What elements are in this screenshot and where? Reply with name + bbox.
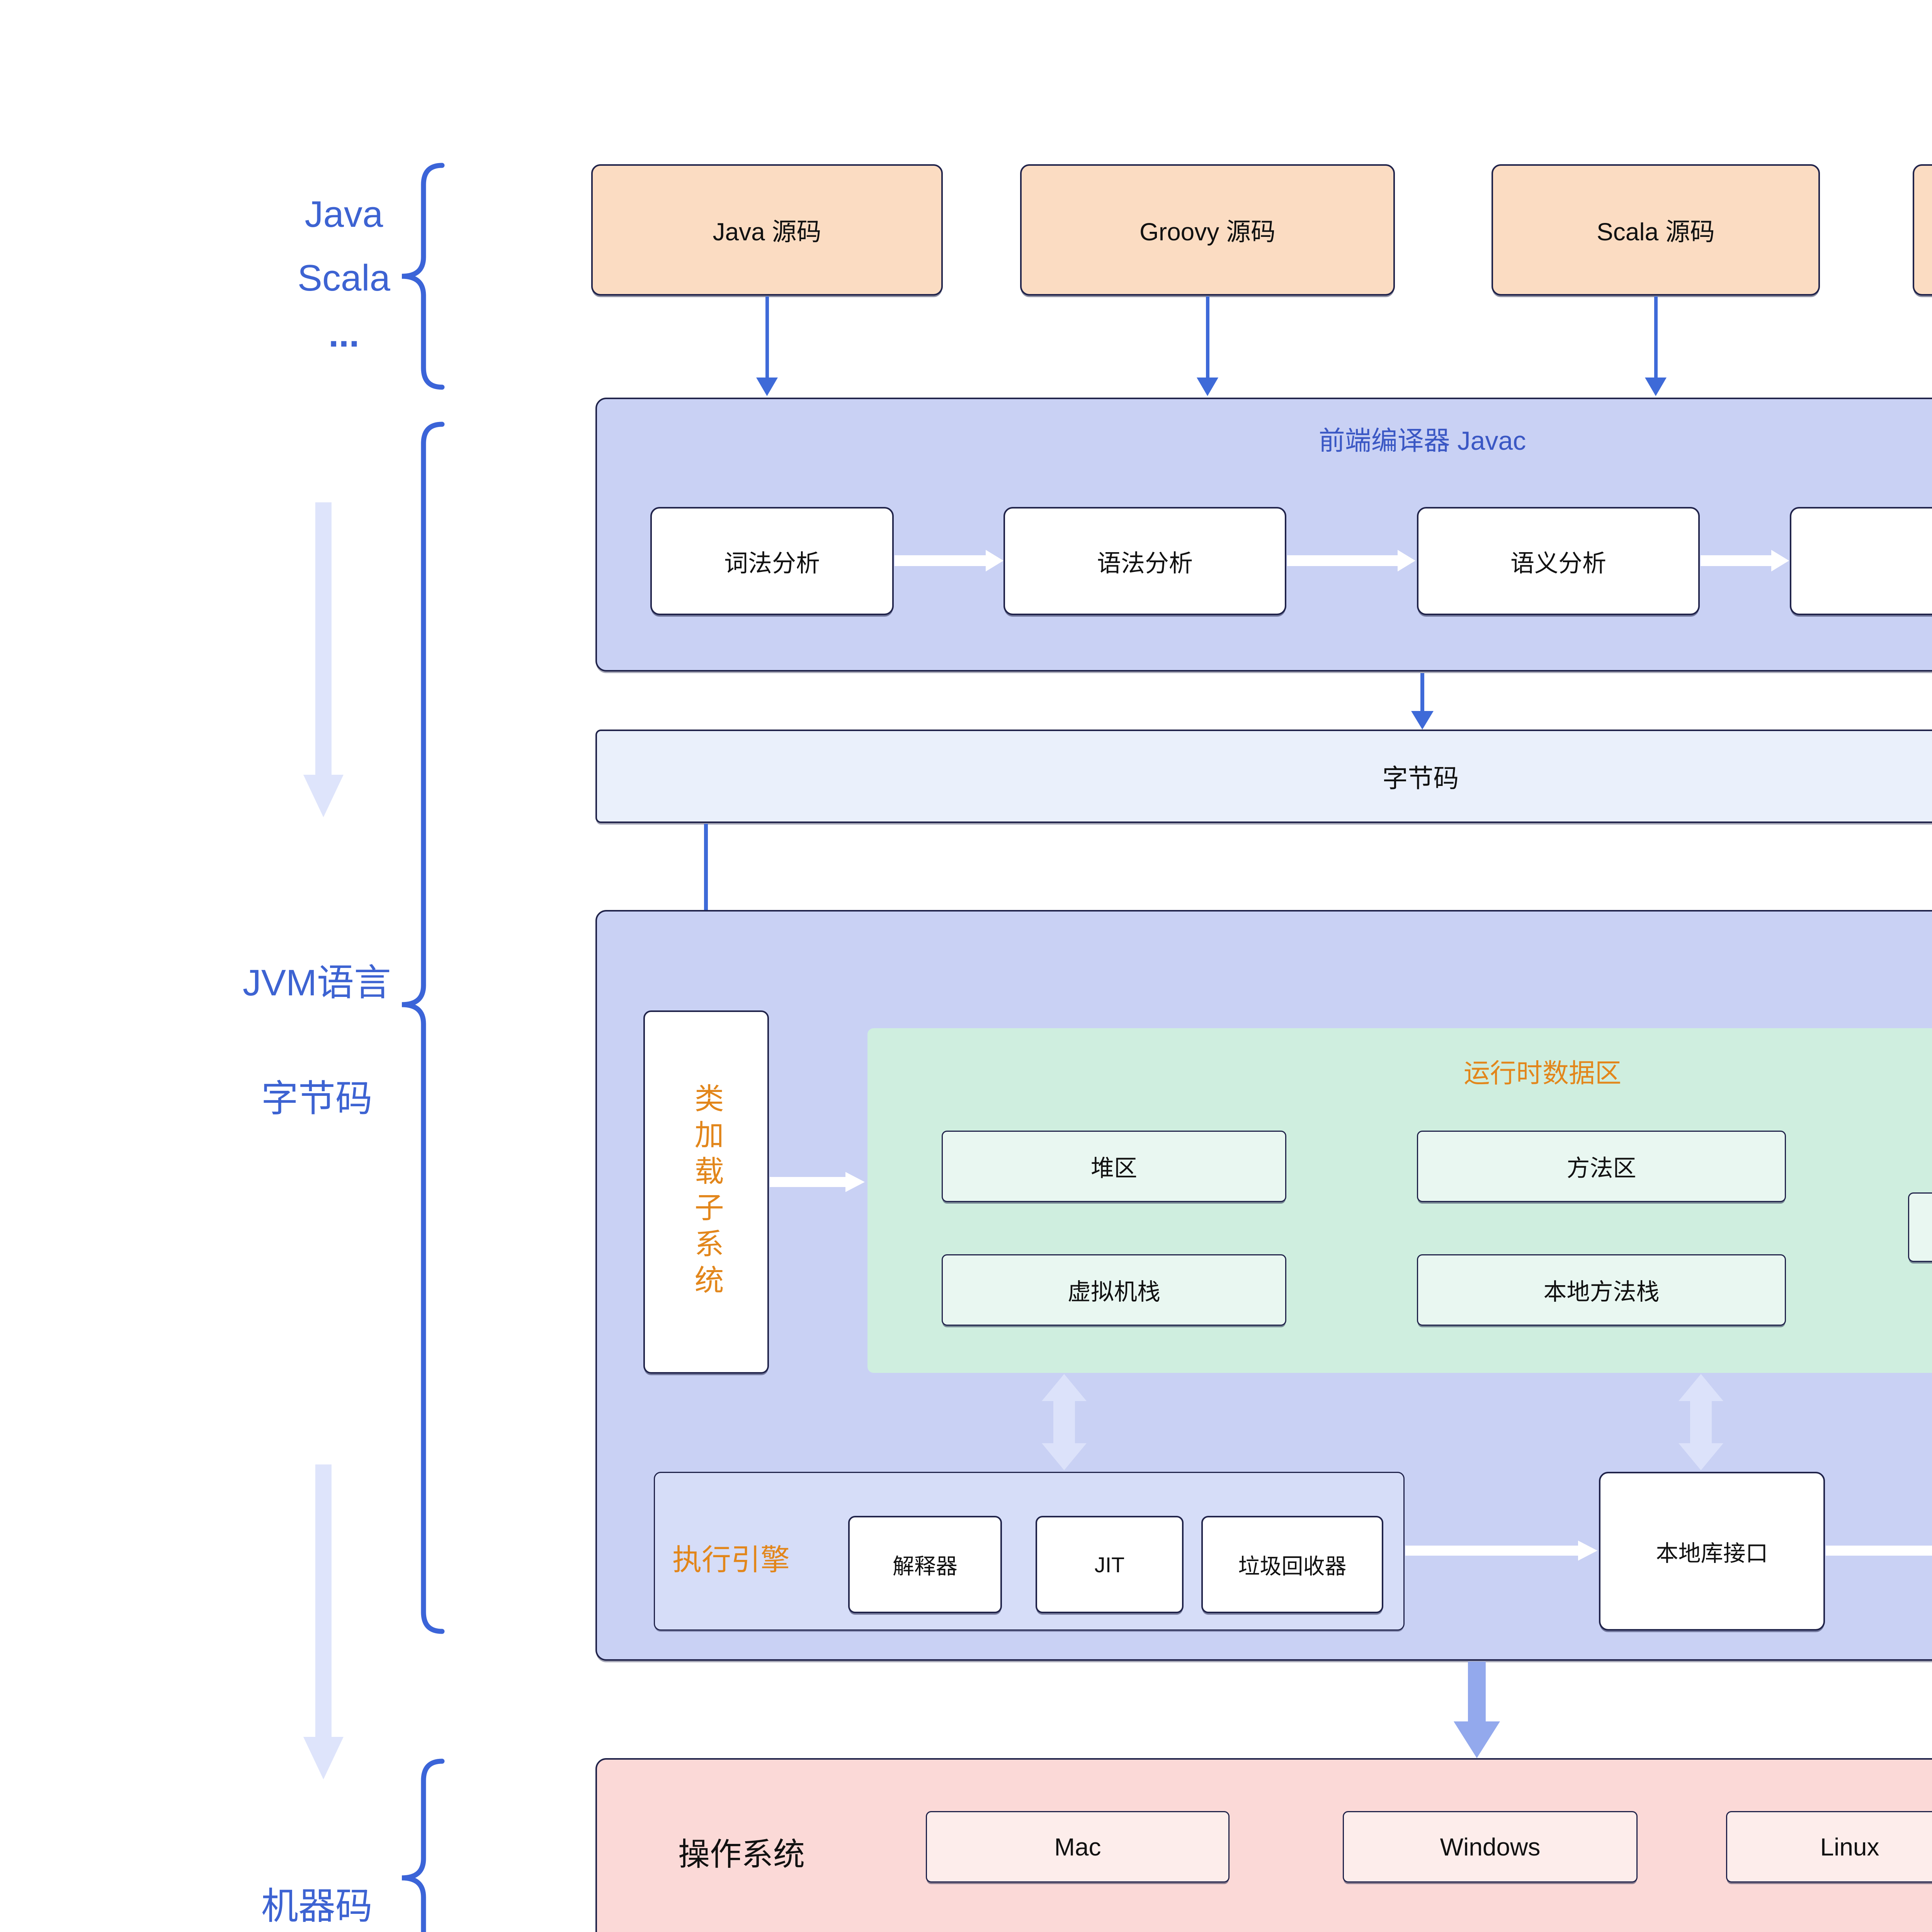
label-lang-more: ... xyxy=(328,313,359,355)
heap-area-box: 堆区 xyxy=(942,1131,1286,1202)
box-scala-source-label: Scala 源码 xyxy=(1597,218,1715,246)
pc-counter-box: 程序计数器 xyxy=(1908,1192,1932,1262)
jit-box: JIT xyxy=(1036,1516,1184,1613)
brace-jvm-section xyxy=(401,422,445,1634)
os-label: 操作系统 xyxy=(678,1837,805,1872)
platform-box xyxy=(595,1758,1932,1932)
brace-machine-section xyxy=(401,1759,445,1932)
native-interface-label: 本地库接口 xyxy=(1656,1541,1768,1566)
runtime-data-area-title: 运行时数据区 xyxy=(1463,1059,1621,1088)
box-scala-source: Scala 源码 xyxy=(1492,164,1820,296)
label-jvm-lang: JVM语言 xyxy=(243,962,391,1003)
label-machine-code: 机器码 xyxy=(261,1886,372,1927)
os-windows-label: Windows xyxy=(1440,1833,1541,1861)
box-java-source: Java 源码 xyxy=(591,164,943,296)
native-method-stack-label: 本地方法栈 xyxy=(1543,1279,1660,1305)
os-mac-label: Mac xyxy=(1054,1833,1101,1861)
gc-label: 垃圾回收器 xyxy=(1238,1554,1347,1578)
box-java-source-label: Java 源码 xyxy=(713,218,821,246)
interpreter-box: 解释器 xyxy=(848,1516,1002,1613)
class-loader-label: 类加载子系统 xyxy=(690,1083,723,1301)
gc-box: 垃圾回收器 xyxy=(1201,1516,1383,1613)
interpreter-label: 解释器 xyxy=(893,1554,957,1578)
stage-syntax-analysis: 语法分析 xyxy=(1003,507,1286,615)
label-bytecode-left: 字节码 xyxy=(261,1078,372,1119)
frontend-compiler-title: 前端编译器 Javac xyxy=(1318,426,1526,456)
box-groovy-source-label: Groovy 源码 xyxy=(1139,218,1276,246)
execution-engine-label: 执行引擎 xyxy=(672,1544,790,1577)
bytecode-bar: 字节码 xyxy=(595,730,1932,823)
stage-lexical-analysis: 词法分析 xyxy=(650,507,894,615)
native-interface-box: 本地库接口 xyxy=(1599,1472,1825,1631)
stage-syntax-label: 语法分析 xyxy=(1097,550,1193,577)
stage-bytecodegen-label: 字节码生成 xyxy=(1930,544,1932,578)
stage-bytecode-generation: 字节码生成 xyxy=(1790,507,1932,615)
stage-semantic-analysis: 语义分析 xyxy=(1417,507,1700,615)
vm-stack-box: 虚拟机栈 xyxy=(942,1254,1286,1326)
method-area-box: 方法区 xyxy=(1417,1131,1786,1202)
vm-stack-label: 虚拟机栈 xyxy=(1068,1279,1160,1305)
label-lang-scala: Scala xyxy=(297,257,391,299)
bytecode-bar-label: 字节码 xyxy=(1382,764,1459,793)
os-linux-box: Linux xyxy=(1726,1811,1932,1883)
label-lang-java: Java xyxy=(304,194,383,235)
box-groovy-source: Groovy 源码 xyxy=(1020,164,1395,296)
stage-semantic-label: 语义分析 xyxy=(1510,550,1606,577)
os-windows-box: Windows xyxy=(1343,1811,1638,1883)
heap-label: 堆区 xyxy=(1091,1155,1137,1181)
native-method-stack-box: 本地方法栈 xyxy=(1417,1254,1786,1326)
stage-lexical-label: 词法分析 xyxy=(724,550,820,577)
brace-source-langs xyxy=(401,163,445,390)
os-mac-box: Mac xyxy=(926,1811,1230,1883)
os-linux-label: Linux xyxy=(1820,1833,1879,1861)
box-kotlin-source: Kotlin 源码 xyxy=(1913,164,1932,296)
jit-label: JIT xyxy=(1094,1552,1125,1577)
method-area-label: 方法区 xyxy=(1566,1155,1636,1181)
class-loader-subsystem: 类加载子系统 xyxy=(643,1010,769,1374)
